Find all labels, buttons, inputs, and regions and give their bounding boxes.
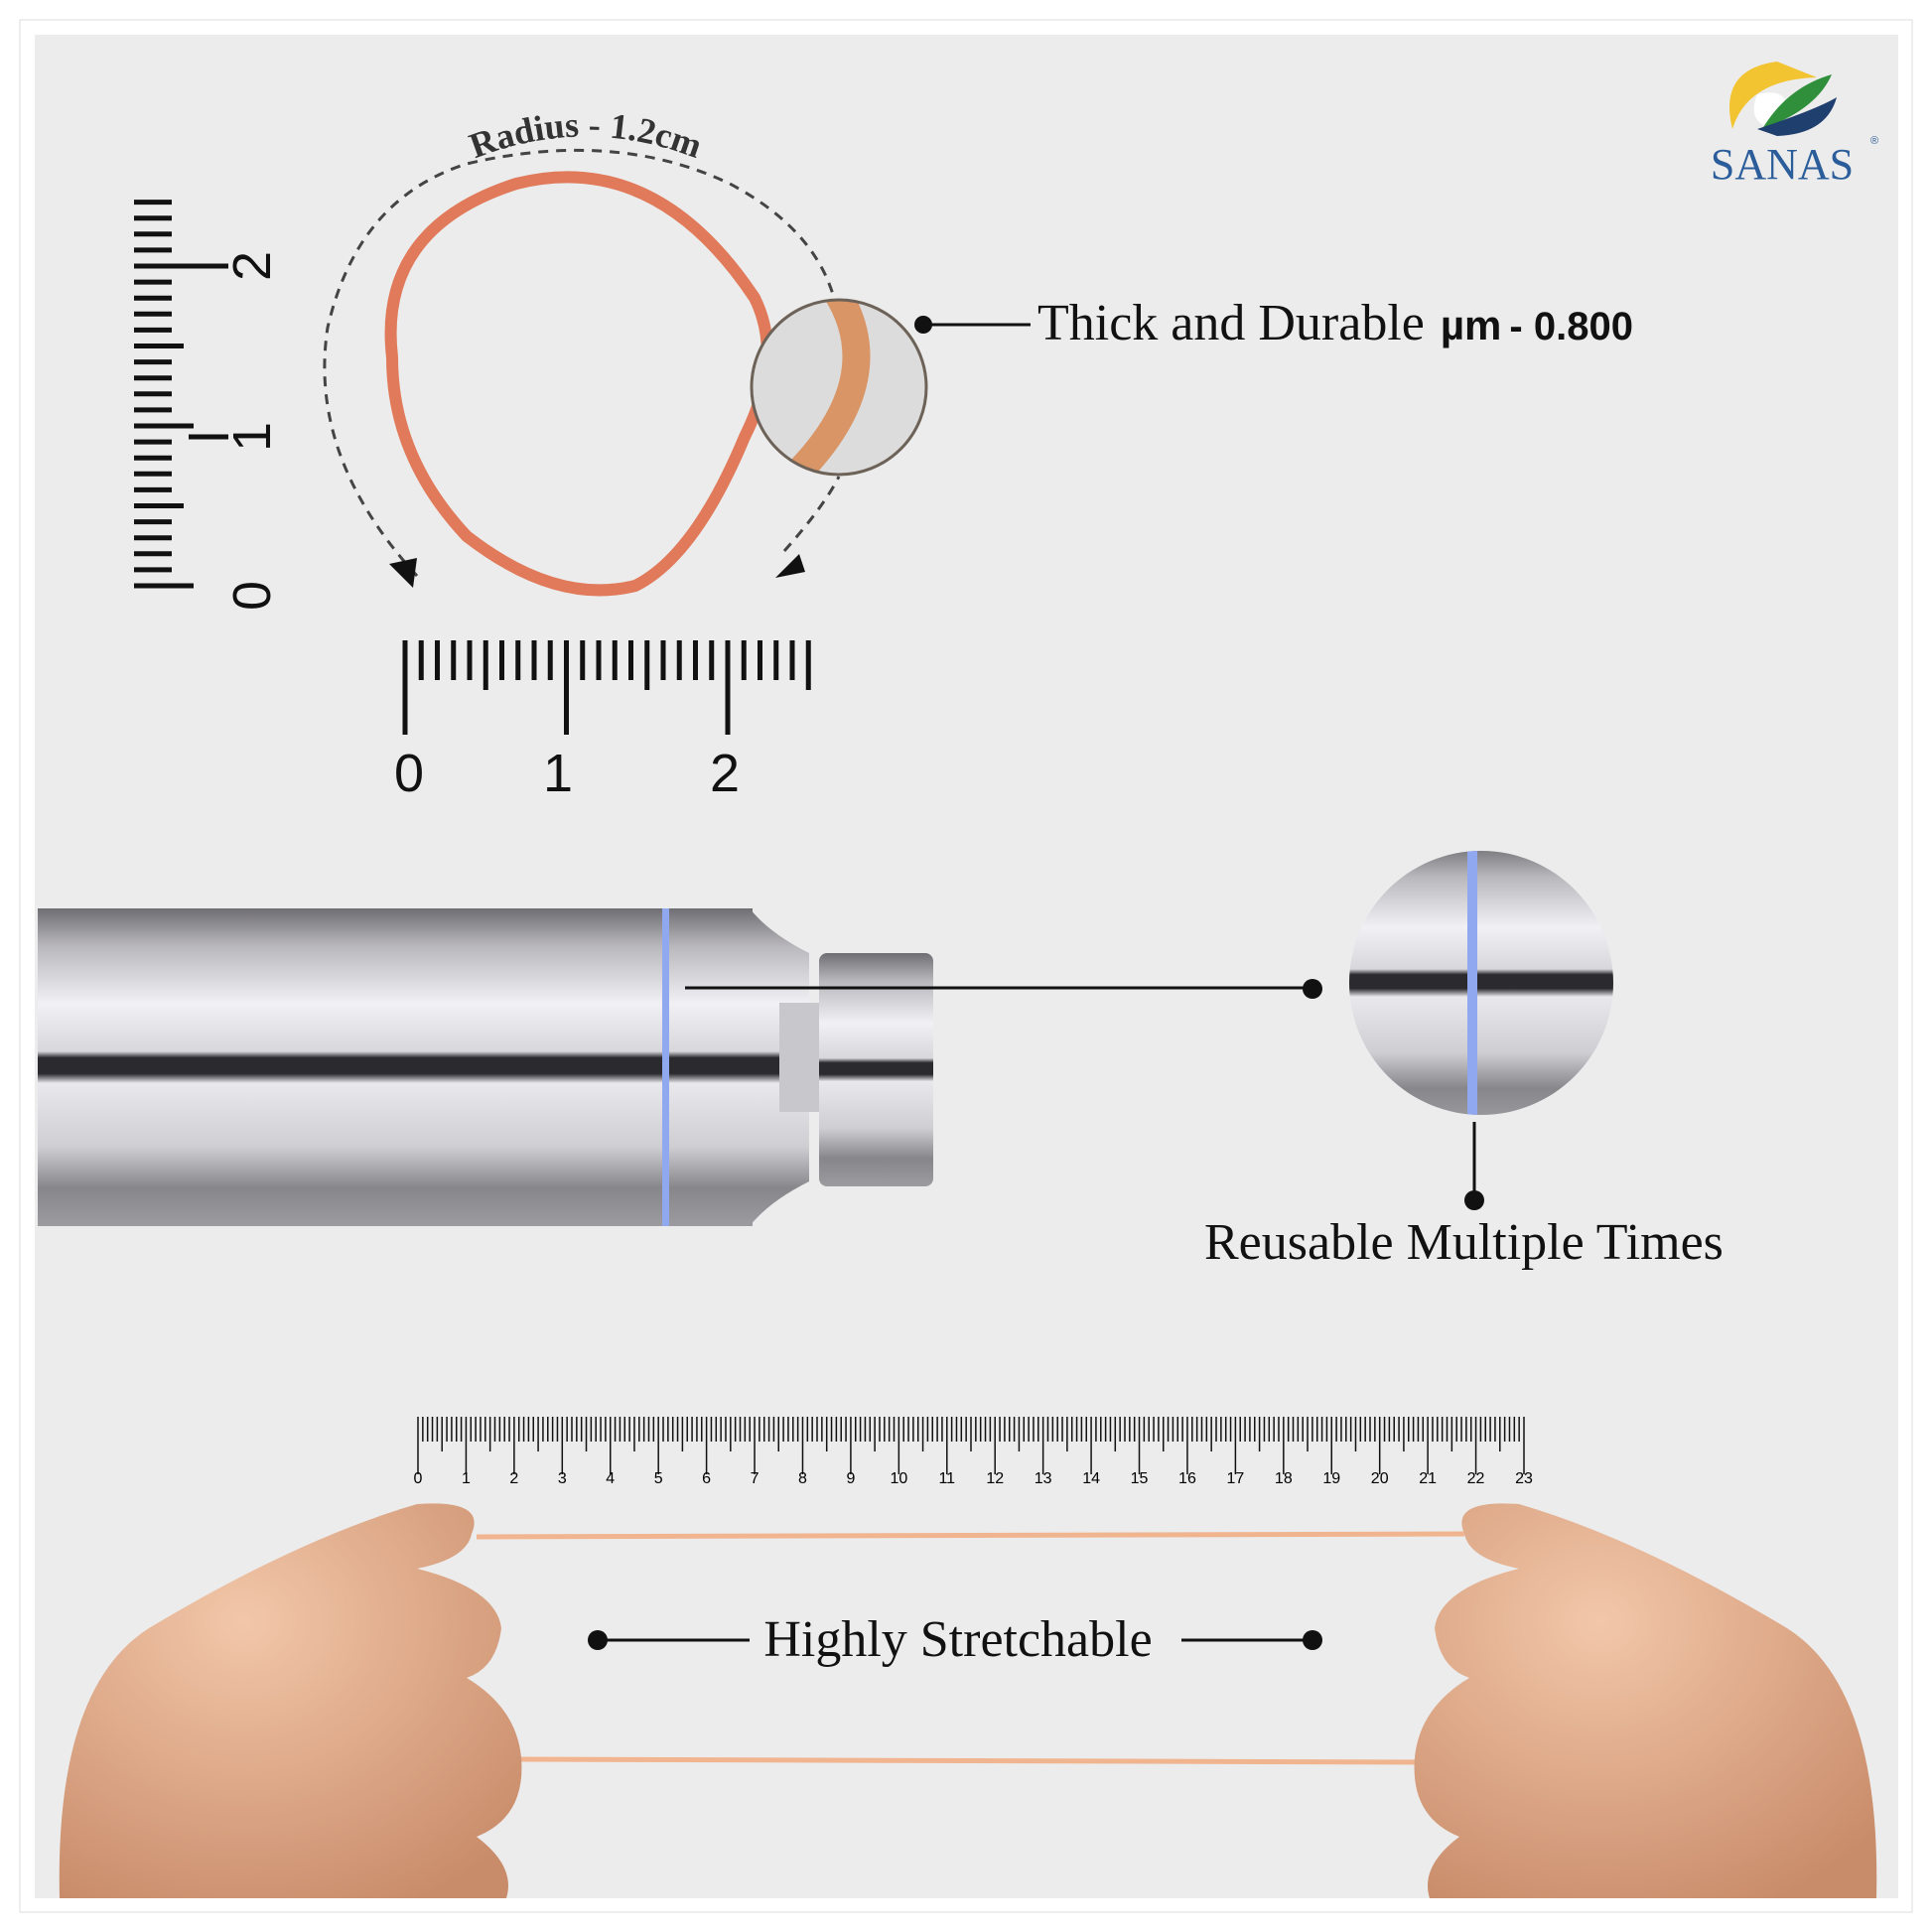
callout-dot bbox=[1464, 1190, 1484, 1210]
long-ruler-label: 11 bbox=[938, 1470, 955, 1487]
logo-yellow-wing bbox=[1729, 62, 1817, 129]
blue-band bbox=[662, 908, 669, 1226]
stretched-band-top bbox=[476, 1531, 1465, 1540]
long-ruler-label: 14 bbox=[1082, 1470, 1100, 1487]
hruler-label-0: 0 bbox=[394, 744, 424, 803]
long-ruler-label: 2 bbox=[509, 1470, 518, 1487]
long-ruler-label: 0 bbox=[414, 1470, 423, 1487]
long-ruler-label: 6 bbox=[702, 1470, 711, 1487]
thickness-value: - 0.800 bbox=[1509, 305, 1633, 348]
hruler-label-2: 2 bbox=[710, 744, 740, 803]
callout-dot bbox=[1303, 1630, 1322, 1650]
logo-green-wing bbox=[1762, 74, 1832, 129]
long-ruler-label: 12 bbox=[986, 1470, 1004, 1487]
stretchable-label: Highly Stretchable bbox=[763, 1611, 1152, 1668]
reusable-label: Reusable Multiple Times bbox=[1204, 1214, 1724, 1271]
right-hand bbox=[1414, 1503, 1877, 1898]
long-ruler-label: 21 bbox=[1419, 1470, 1437, 1487]
long-ruler-label: 8 bbox=[798, 1470, 807, 1487]
stretched-band-bottom bbox=[515, 1756, 1421, 1765]
left-hand bbox=[59, 1503, 522, 1898]
radius-arc bbox=[323, 148, 836, 578]
vruler-label-1: 1 bbox=[222, 422, 282, 452]
vruler-label-0: 0 bbox=[222, 581, 282, 611]
arrowhead-left-icon bbox=[389, 558, 417, 588]
vertical-ruler-labels: 0 1 2 bbox=[222, 251, 282, 611]
long-ruler-label: 9 bbox=[846, 1470, 855, 1487]
brand-name: SANAS bbox=[1711, 140, 1854, 189]
long-ruler-label: 18 bbox=[1275, 1470, 1293, 1487]
vertical-ruler bbox=[134, 200, 228, 589]
sanas-logo: SANAS ® bbox=[1711, 62, 1878, 189]
long-ruler-label: 15 bbox=[1131, 1470, 1149, 1487]
long-ruler-label: 4 bbox=[606, 1470, 615, 1487]
long-ruler-label: 20 bbox=[1371, 1470, 1389, 1487]
long-ruler bbox=[417, 1417, 1525, 1474]
registered-mark: ® bbox=[1870, 135, 1878, 147]
long-ruler-label: 1 bbox=[462, 1470, 471, 1487]
band-zoom-circle bbox=[1349, 851, 1613, 1115]
callout-dot bbox=[1303, 979, 1322, 999]
long-ruler-label: 3 bbox=[558, 1470, 567, 1487]
horizontal-ruler bbox=[402, 640, 811, 735]
long-ruler-label: 10 bbox=[890, 1470, 907, 1487]
arrowhead-right-icon bbox=[775, 554, 805, 578]
long-ruler-label: 16 bbox=[1178, 1470, 1196, 1487]
long-ruler-label: 13 bbox=[1035, 1470, 1052, 1487]
thickness-zoom-circle bbox=[750, 298, 928, 477]
thickness-unit: µm bbox=[1441, 302, 1502, 348]
long-ruler-label: 5 bbox=[654, 1470, 663, 1487]
hruler-label-1: 1 bbox=[543, 744, 573, 803]
long-ruler-label: 17 bbox=[1226, 1470, 1244, 1487]
thick-durable-line: Thick and Durable µm- 0.800 bbox=[1037, 295, 1633, 351]
logo-navy-wing bbox=[1757, 97, 1837, 136]
long-ruler-label: 22 bbox=[1467, 1470, 1485, 1487]
long-ruler-label: 7 bbox=[751, 1470, 759, 1487]
long-ruler-label: 19 bbox=[1322, 1470, 1340, 1487]
steel-bottle bbox=[38, 908, 933, 1226]
logo-bird-head bbox=[1753, 92, 1787, 127]
long-ruler-label: 23 bbox=[1515, 1470, 1533, 1487]
rubber-band-ring bbox=[384, 171, 773, 597]
vruler-label-2: 2 bbox=[222, 251, 282, 281]
thick-durable-label: Thick and Durable bbox=[1037, 295, 1425, 351]
